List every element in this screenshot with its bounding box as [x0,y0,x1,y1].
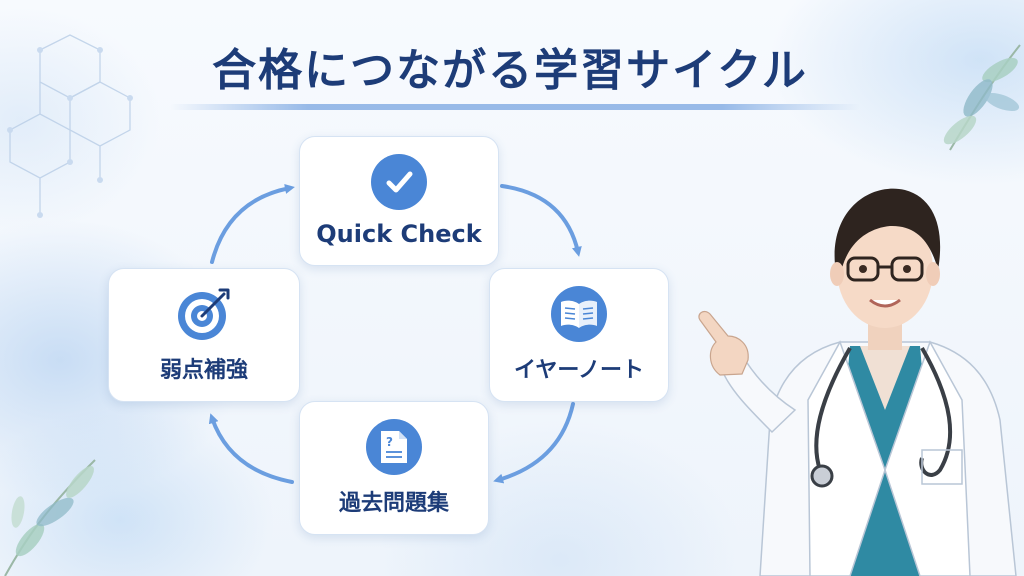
question-document-icon: ? [366,419,422,475]
cycle-step-year-note: イヤーノート [489,268,669,402]
arrow-right-to-bottom [493,402,575,484]
step-label: イヤーノート [513,358,645,383]
leaf-decoration-top-right [943,44,1021,151]
arrow-bottom-to-left [208,413,294,484]
step-label: Quick Check [316,220,482,248]
cycle-step-weakness: 弱点補強 [108,268,300,402]
open-book-icon [551,286,607,342]
check-circle-icon [371,154,427,210]
arrow-left-to-top [210,184,295,264]
target-icon [176,286,232,342]
title-underline [170,104,860,110]
svg-text:?: ? [386,435,393,449]
cycle-step-quick-check: Quick Check [299,136,499,266]
step-label: 弱点補強 [159,358,248,383]
molecule-decoration [7,34,133,218]
page-title: 合格につながる学習サイクル [212,45,808,96]
cycle-step-past-exams: ? 過去問題集 [299,401,489,535]
doctor-pointing-illustration [698,188,1017,576]
step-label: 過去問題集 [338,491,449,516]
arrow-top-to-right [500,184,582,257]
leaf-decoration-bottom-left [4,459,96,576]
